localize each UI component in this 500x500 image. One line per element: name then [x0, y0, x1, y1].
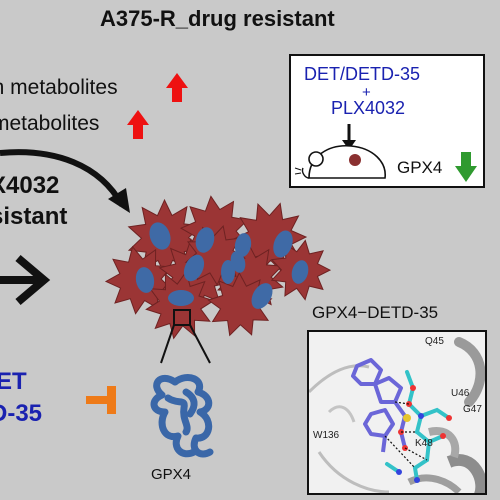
residue-label-k48: K48 — [415, 438, 433, 449]
zoom-square — [173, 309, 191, 326]
inset-title: GPX4−DETD-35 — [312, 303, 439, 322]
gpx4-caption: GPX4 — [151, 466, 192, 483]
cell-nucleus — [230, 251, 246, 273]
residue-label-g47: G47 — [463, 404, 482, 415]
structure-inset: Q45 U46 G47 K48 W136 — [307, 330, 487, 495]
drug-label: DET/DETD-35 — [304, 64, 421, 84]
mouse-treatment-box: DET/DETD-35 + PLX4032 GPX4 — [289, 54, 485, 188]
down-arrow-icon — [455, 152, 477, 182]
cell-nucleus — [135, 267, 155, 293]
cell-nucleus — [273, 230, 293, 258]
plus-label: + — [362, 84, 371, 101]
cell-nucleus — [251, 283, 273, 309]
mouse-drawing — [294, 124, 477, 182]
up-arrow-icon — [166, 73, 188, 102]
plx4032-label: PLX4032 — [331, 98, 406, 118]
cell-nucleus — [195, 227, 215, 253]
right-arrow-icon — [0, 254, 51, 306]
det-label-2: D-35 — [0, 400, 43, 427]
metabolites-line-1: in metabolites — [0, 76, 118, 99]
cell-nucleus — [168, 290, 194, 306]
curved-arrow-head — [108, 188, 130, 213]
resistant-label: sistant — [0, 203, 68, 230]
mouse-icon — [294, 145, 386, 179]
residue-label-q45: Q45 — [425, 336, 444, 347]
cell-nucleus — [221, 260, 235, 284]
protein-structure-image — [309, 337, 485, 493]
cell-nucleus — [291, 260, 309, 284]
cell-cluster — [104, 195, 332, 340]
curved-arrow-icon — [0, 149, 125, 207]
inhibition-icon — [86, 386, 116, 414]
cell-nucleus — [183, 254, 205, 282]
metabolites-line-2: metabolites — [0, 112, 100, 135]
page-title: A375-R_drug resistant — [100, 6, 335, 31]
gpx4-label: GPX4 — [397, 158, 443, 177]
cell-nucleus — [149, 222, 171, 250]
residue-label-w136: W136 — [313, 430, 340, 441]
up-arrow-icon — [127, 110, 149, 139]
cell-nucleus — [234, 233, 252, 257]
gpx4-protein-icon — [150, 374, 214, 458]
det-label-1: ET — [0, 368, 27, 395]
plx-label: X4032 — [0, 172, 60, 199]
residue-label-u46: U46 — [451, 388, 470, 399]
